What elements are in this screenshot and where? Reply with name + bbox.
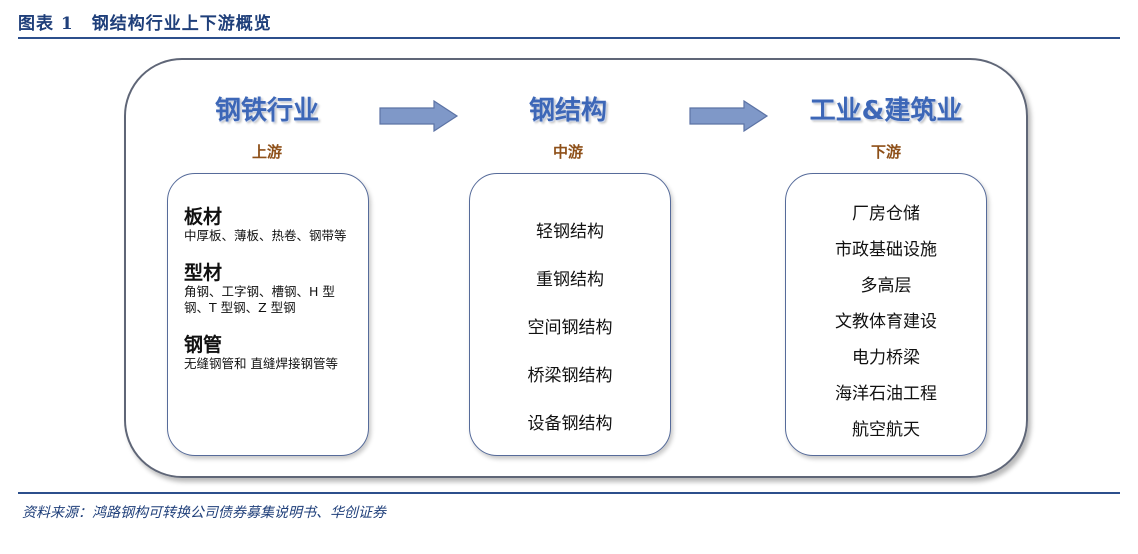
category-name: 型材 [184, 262, 223, 284]
category-name: 钢管 [184, 334, 223, 356]
category-sections: 型材 角钢、工字钢、槽钢、H 型钢、T 型钢、Z 型钢 [184, 262, 368, 316]
downstream-title: 工业&建筑业 [809, 96, 963, 126]
overview-frame [124, 58, 1028, 478]
figure-title: 图表 1 钢结构行业上下游概览 [18, 14, 272, 34]
downstream-panel: 厂房仓储 市政基础设施 多高层 文教体育建设 电力桥梁 海洋石油工程 航空航天 [785, 173, 987, 456]
list-item: 多高层 [860, 276, 912, 296]
list-item: 文教体育建设 [835, 312, 937, 332]
midstream-list: 轻钢结构 重钢结构 空间钢结构 桥梁钢结构 设备钢结构 [470, 174, 670, 448]
list-item: 桥梁钢结构 [527, 366, 613, 386]
category-pipes: 钢管 无缝钢管和 直缝焊接钢管等 [184, 334, 368, 372]
category-desc: 无缝钢管和 直缝焊接钢管等 [184, 356, 338, 371]
list-item: 厂房仓储 [852, 204, 920, 224]
bottom-rule [18, 492, 1120, 494]
top-rule [18, 37, 1120, 39]
upstream-panel: 板材 中厚板、薄板、热卷、钢带等 型材 角钢、工字钢、槽钢、H 型钢、T 型钢、… [167, 173, 369, 456]
list-item: 轻钢结构 [536, 222, 604, 242]
midstream-label: 中游 [552, 143, 583, 161]
upstream-title: 钢铁行业 [214, 96, 319, 126]
list-item: 重钢结构 [536, 270, 604, 290]
list-item: 航空航天 [852, 420, 920, 440]
arrow-right-icon [689, 99, 769, 133]
category-name: 板材 [184, 206, 223, 228]
category-desc: 角钢、工字钢、槽钢、H 型钢、T 型钢、Z 型钢 [184, 284, 335, 315]
list-item: 空间钢结构 [527, 318, 613, 338]
downstream-label: 下游 [870, 143, 901, 161]
downstream-list: 厂房仓储 市政基础设施 多高层 文教体育建设 电力桥梁 海洋石油工程 航空航天 [786, 174, 986, 448]
arrow-right-icon [379, 99, 459, 133]
upstream-label: 上游 [251, 143, 282, 161]
midstream-title: 钢结构 [528, 96, 607, 126]
list-item: 设备钢结构 [527, 414, 613, 434]
category-desc: 中厚板、薄板、热卷、钢带等 [184, 228, 347, 243]
midstream-panel: 轻钢结构 重钢结构 空间钢结构 桥梁钢结构 设备钢结构 [469, 173, 671, 456]
list-item: 海洋石油工程 [835, 384, 937, 404]
list-item: 电力桥梁 [852, 348, 920, 368]
list-item: 市政基础设施 [835, 240, 937, 260]
category-plates: 板材 中厚板、薄板、热卷、钢带等 [184, 206, 368, 244]
source-note: 资料来源：鸿路钢构可转换公司债券募集说明书、华创证券 [22, 505, 386, 521]
